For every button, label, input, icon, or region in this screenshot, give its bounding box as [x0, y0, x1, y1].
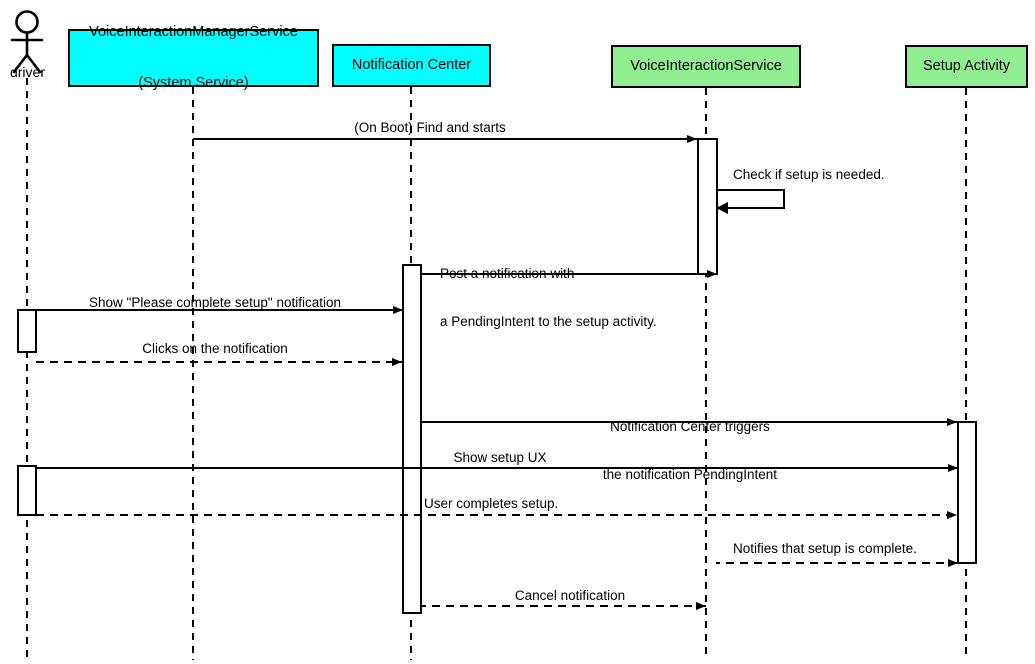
- messages: [36, 135, 958, 610]
- message-label-clicks-on-the-notification: Clicks on the notification: [142, 341, 288, 356]
- message-label-post-a-notification-line1: Post a notification with: [440, 265, 575, 281]
- activation-driver-2: [17, 465, 37, 516]
- participant-label-setup-activity: Setup Activity: [922, 57, 1011, 74]
- message-label-notification-center-triggers-line1: Notification Center triggers: [610, 418, 770, 434]
- participant-label-vims-line1: VoiceInteractionManagerService: [89, 23, 298, 40]
- participant-box-setup-activity[interactable]: Setup Activity: [905, 45, 1028, 88]
- message-label-post-a-notification: Post a notification with a PendingIntent…: [440, 234, 780, 361]
- participant-label-voice-interaction-service: VoiceInteractionService: [630, 57, 782, 74]
- message-label-check-if-setup-is-needed: Check if setup is needed.: [733, 167, 885, 182]
- actor-label-driver: driver: [9, 64, 45, 80]
- message-label-notifies-that-setup-is-complete: Notifies that setup is complete.: [733, 541, 917, 556]
- activation-driver-1: [17, 309, 37, 353]
- activation-bars: [17, 138, 977, 614]
- message-label-user-completes-setup: User completes setup.: [424, 496, 559, 511]
- participant-box-voice-interaction-service[interactable]: VoiceInteractionService: [611, 45, 801, 88]
- actor-driver-icon: [10, 10, 44, 74]
- activation-notification-center-1: [402, 264, 422, 614]
- message-label-cancel-notification: Cancel notification: [514, 588, 626, 603]
- participant-label-vims-line2: (System Service): [138, 75, 249, 92]
- message-label-show-setup-ux: Show setup UX: [453, 450, 547, 465]
- message-arrow-check-if-setup-is-needed: [716, 189, 785, 214]
- message-label-show-please-complete-setup-notification: Show "Please complete setup" notificatio…: [89, 295, 341, 310]
- message-label-notification-center-triggers-pendingintent: Notification Center triggers the notific…: [500, 387, 880, 514]
- message-label-notification-center-triggers-line2: the notification PendingIntent: [602, 466, 778, 482]
- activation-setup-activity-1: [957, 421, 977, 564]
- participant-label-notification-center: Notification Center: [351, 56, 472, 73]
- message-label-on-boot-find-and-starts: (On Boot) Find and starts: [354, 120, 506, 135]
- participant-box-vims[interactable]: VoiceInteractionManagerService (System S…: [68, 24, 319, 91]
- message-label-post-a-notification-line2: a PendingIntent to the setup activity.: [440, 313, 657, 329]
- participant-box-notification-center[interactable]: Notification Center: [332, 44, 491, 87]
- lifelines: [26, 78, 967, 660]
